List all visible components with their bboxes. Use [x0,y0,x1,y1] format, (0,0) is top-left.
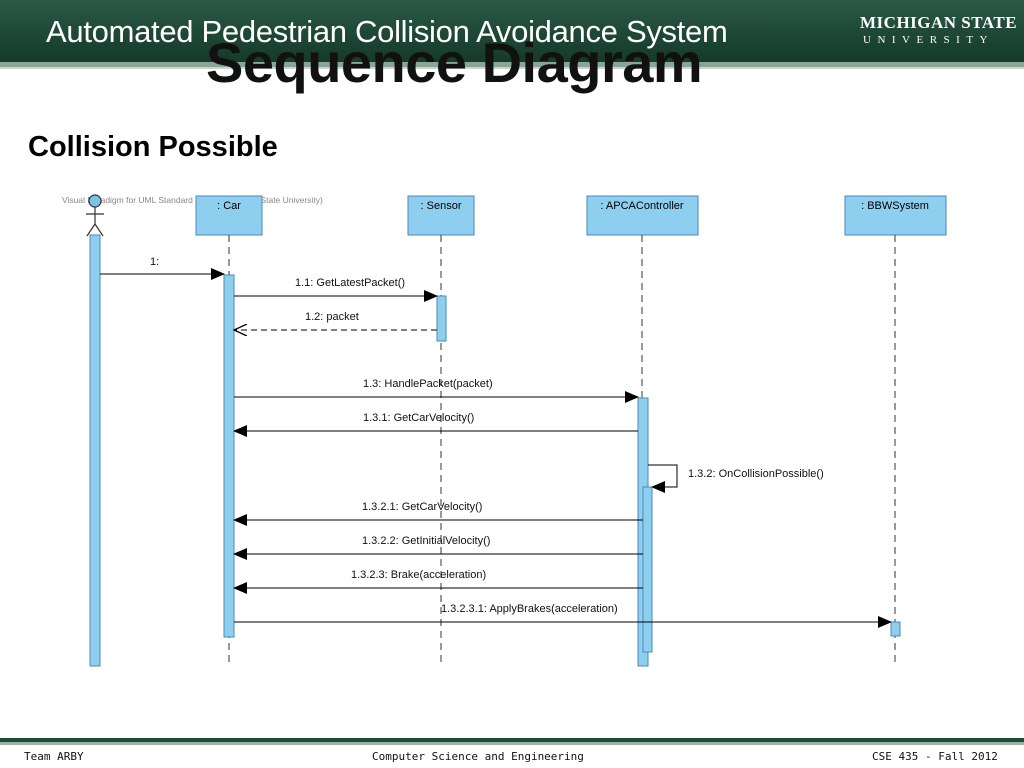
actor-figure [86,194,104,237]
lifeline-label-bbw: : BBWSystem [861,200,929,212]
footer-department: Computer Science and Engineering [372,750,584,763]
message-label: 1.1: GetLatestPacket() [295,277,405,289]
header-divider [0,62,1024,67]
message-label: 1.3.2.1: GetCarVelocity() [362,501,482,513]
message-label: 1.3.1: GetCarVelocity() [363,412,474,424]
lifeline-head-apca: : APCAController [586,195,699,236]
slide-subtitle: Collision Possible [28,131,278,163]
activation-apca-nested [642,486,653,653]
header-bar [0,0,1024,62]
message-label: 1.3.2.3: Brake(acceleration) [351,569,486,581]
sequence-diagram: Visual Paradigm for UML Standard Edition… [62,194,947,667]
footer-team: Team ARBY [24,750,84,763]
message-label: 1.3.2.3.1: ApplyBrakes(acceleration) [441,603,618,615]
presentation-title: Automated Pedestrian Collision Avoidance… [46,14,728,49]
footer-band [0,738,1024,742]
message-label: 1: [150,256,159,268]
diagram-watermark: Visual Paradigm for UML Standard Edition… [62,195,323,205]
message-label: 1.3: HandlePacket(packet) [363,378,493,390]
lifeline-head-sensor: : Sensor [407,195,475,236]
message-label: 1.2: packet [305,311,359,323]
activation-car [223,274,235,638]
lifeline-label-sensor: : Sensor [421,200,462,212]
activation-sensor [436,295,447,342]
lifeline-head-car: : Car [195,195,263,236]
logo-line-1: MICHIGAN STATE [860,13,1018,32]
slide-title: Sequence Diagram [206,31,703,94]
msu-logo: MICHIGAN STATE UNIVERSITY [860,13,1018,48]
footer-band-light [0,742,1024,745]
message-label: 1.3.2.2: GetInitialVelocity() [362,535,490,547]
lifeline-label-car: : Car [217,200,241,212]
activation-bbw [890,621,901,637]
lifeline-label-apca: : APCAController [600,200,683,212]
logo-line-2: UNIVERSITY [863,34,994,46]
lifeline-head-bbw: : BBWSystem [844,195,947,236]
footer-course: CSE 435 - Fall 2012 [872,750,998,763]
header-divider-light [0,67,1024,69]
activation-actor [89,234,101,667]
self-message-arrow [648,464,678,493]
message-label: 1.3.2: OnCollisionPossible() [688,468,824,480]
